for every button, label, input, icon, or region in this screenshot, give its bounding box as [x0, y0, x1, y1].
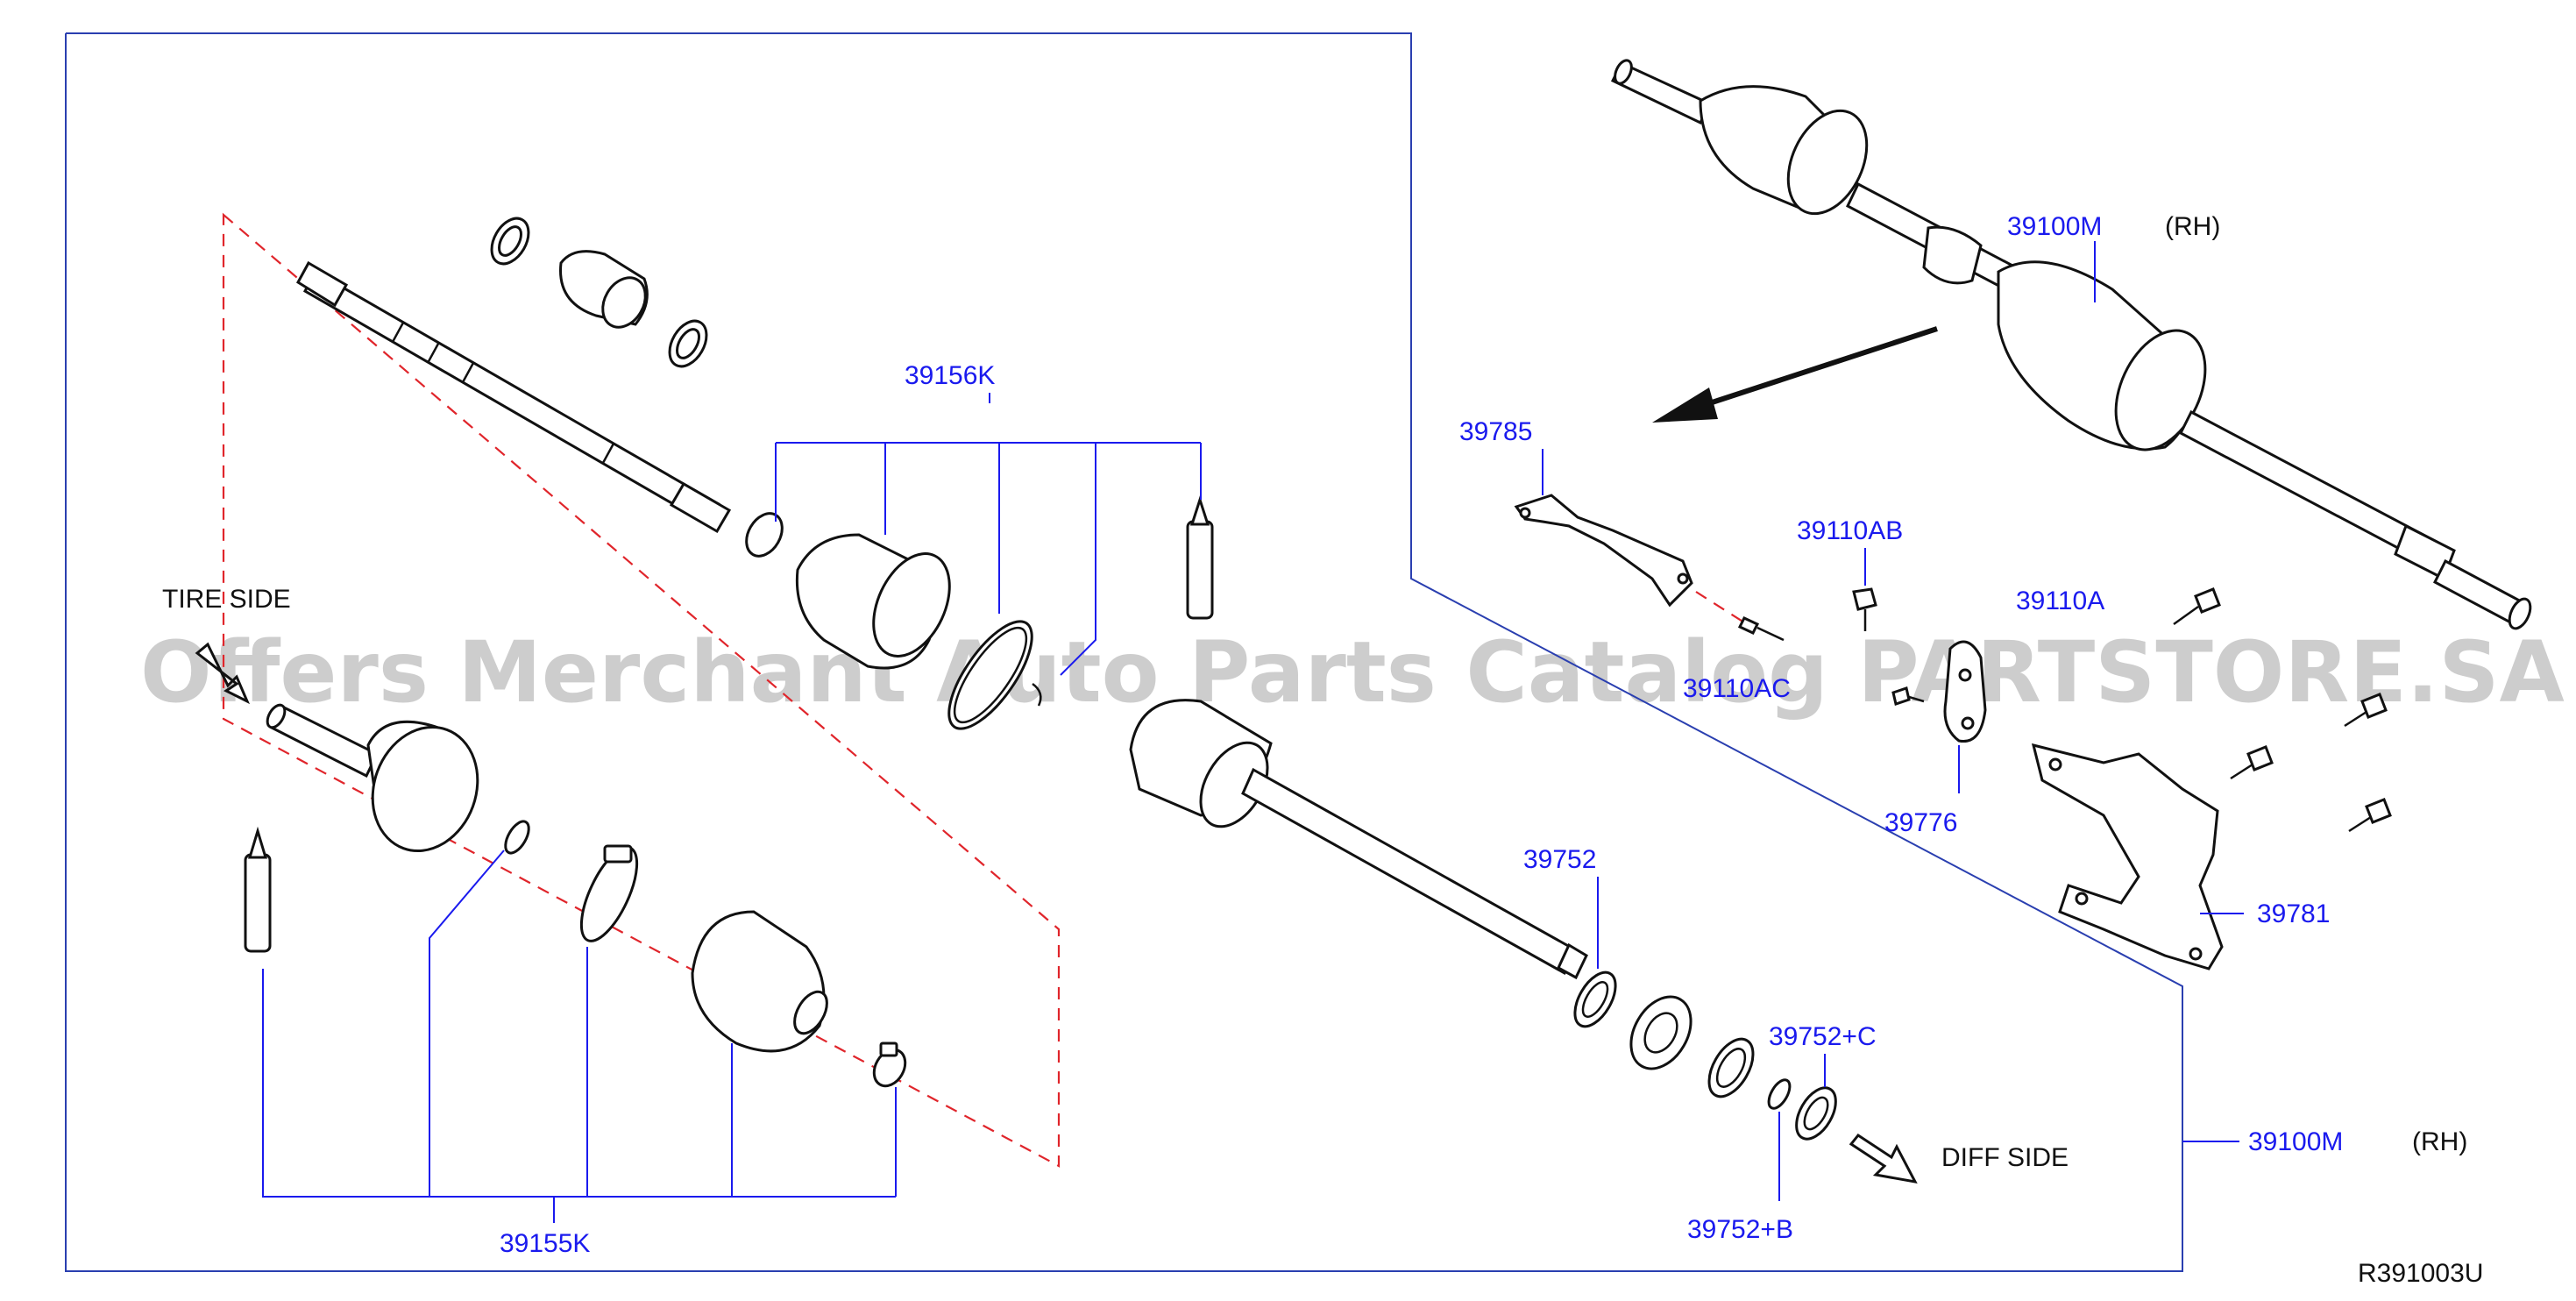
top-bushing	[559, 250, 649, 329]
label-39155K: 39155K	[500, 1229, 590, 1258]
support-bearing	[1629, 995, 1692, 1070]
top-ring-left	[490, 217, 530, 266]
snap-ring-39752B	[1767, 1078, 1792, 1110]
label-rh-top: (RH)	[2165, 212, 2220, 241]
outer-boot-band	[579, 844, 639, 942]
tire-side-label: TIRE SIDE	[162, 585, 291, 614]
label-rh-bottom: (RH)	[2412, 1127, 2467, 1156]
bracket-39785	[1514, 494, 1693, 608]
label-39110A: 39110A	[2016, 587, 2104, 615]
bolt-39110A	[2173, 587, 2221, 626]
plate-39776	[1943, 640, 1987, 743]
label-39110AB: 39110AB	[1797, 516, 1903, 545]
small-boot-clamp	[872, 1042, 907, 1088]
diff-side-arrow-icon	[1849, 1133, 1918, 1184]
top-ring-right	[668, 319, 708, 368]
label-39100M-bottom: 39100M	[2248, 1127, 2343, 1156]
watermark-text: Offers Merchant Auto Parts Catalog PARTS…	[140, 623, 2565, 722]
bracket-39781	[2031, 743, 2224, 970]
bearing-ring	[1707, 1037, 1755, 1098]
assembly-frame	[65, 32, 2183, 1272]
label-39752C: 39752+C	[1769, 1022, 1877, 1051]
bolt-alignment-dash	[1695, 591, 1745, 623]
outer-snap-ring	[504, 820, 530, 855]
label-39752B: 39752+B	[1687, 1215, 1793, 1244]
rh-driveshaft	[1610, 59, 2532, 630]
label-39100M-top: 39100M	[2007, 212, 2102, 241]
bolt-right-upper	[2230, 745, 2274, 780]
diagram-reference-code: R391003U	[2358, 1259, 2483, 1288]
label-39785: 39785	[1459, 417, 1532, 446]
intermediate-shaft	[1129, 699, 1588, 980]
shaft-seal-39752	[1573, 970, 1617, 1028]
outer-boot	[691, 910, 828, 1053]
bolt-small	[1891, 686, 1925, 706]
leader-39156K	[775, 393, 1202, 676]
label-39110AC: 39110AC	[1683, 674, 1791, 703]
label-39156K: 39156K	[905, 361, 995, 390]
bolt-39110AC	[1737, 616, 1785, 642]
seal-39752C	[1795, 1086, 1837, 1141]
inner-shaft-dashed-outline	[222, 212, 1061, 1168]
outer-cv-joint	[266, 703, 479, 853]
inner-boot-kit-parts	[745, 495, 1214, 730]
bolt-right-lower	[2348, 798, 2392, 833]
grease-tube-left	[244, 826, 272, 953]
tire-side-arrow-icon	[195, 642, 250, 705]
assembly-direction-arrow-icon	[1652, 326, 1938, 423]
label-39781: 39781	[2257, 899, 2330, 928]
bolt-39110AB	[1852, 587, 1877, 631]
leader-39155K	[262, 850, 897, 1223]
label-39752: 39752	[1523, 845, 1596, 874]
bolt-right-middle	[2344, 693, 2388, 728]
label-39776: 39776	[1884, 808, 1957, 837]
diff-side-label: DIFF SIDE	[1941, 1143, 2069, 1172]
inner-shaft	[296, 260, 732, 534]
